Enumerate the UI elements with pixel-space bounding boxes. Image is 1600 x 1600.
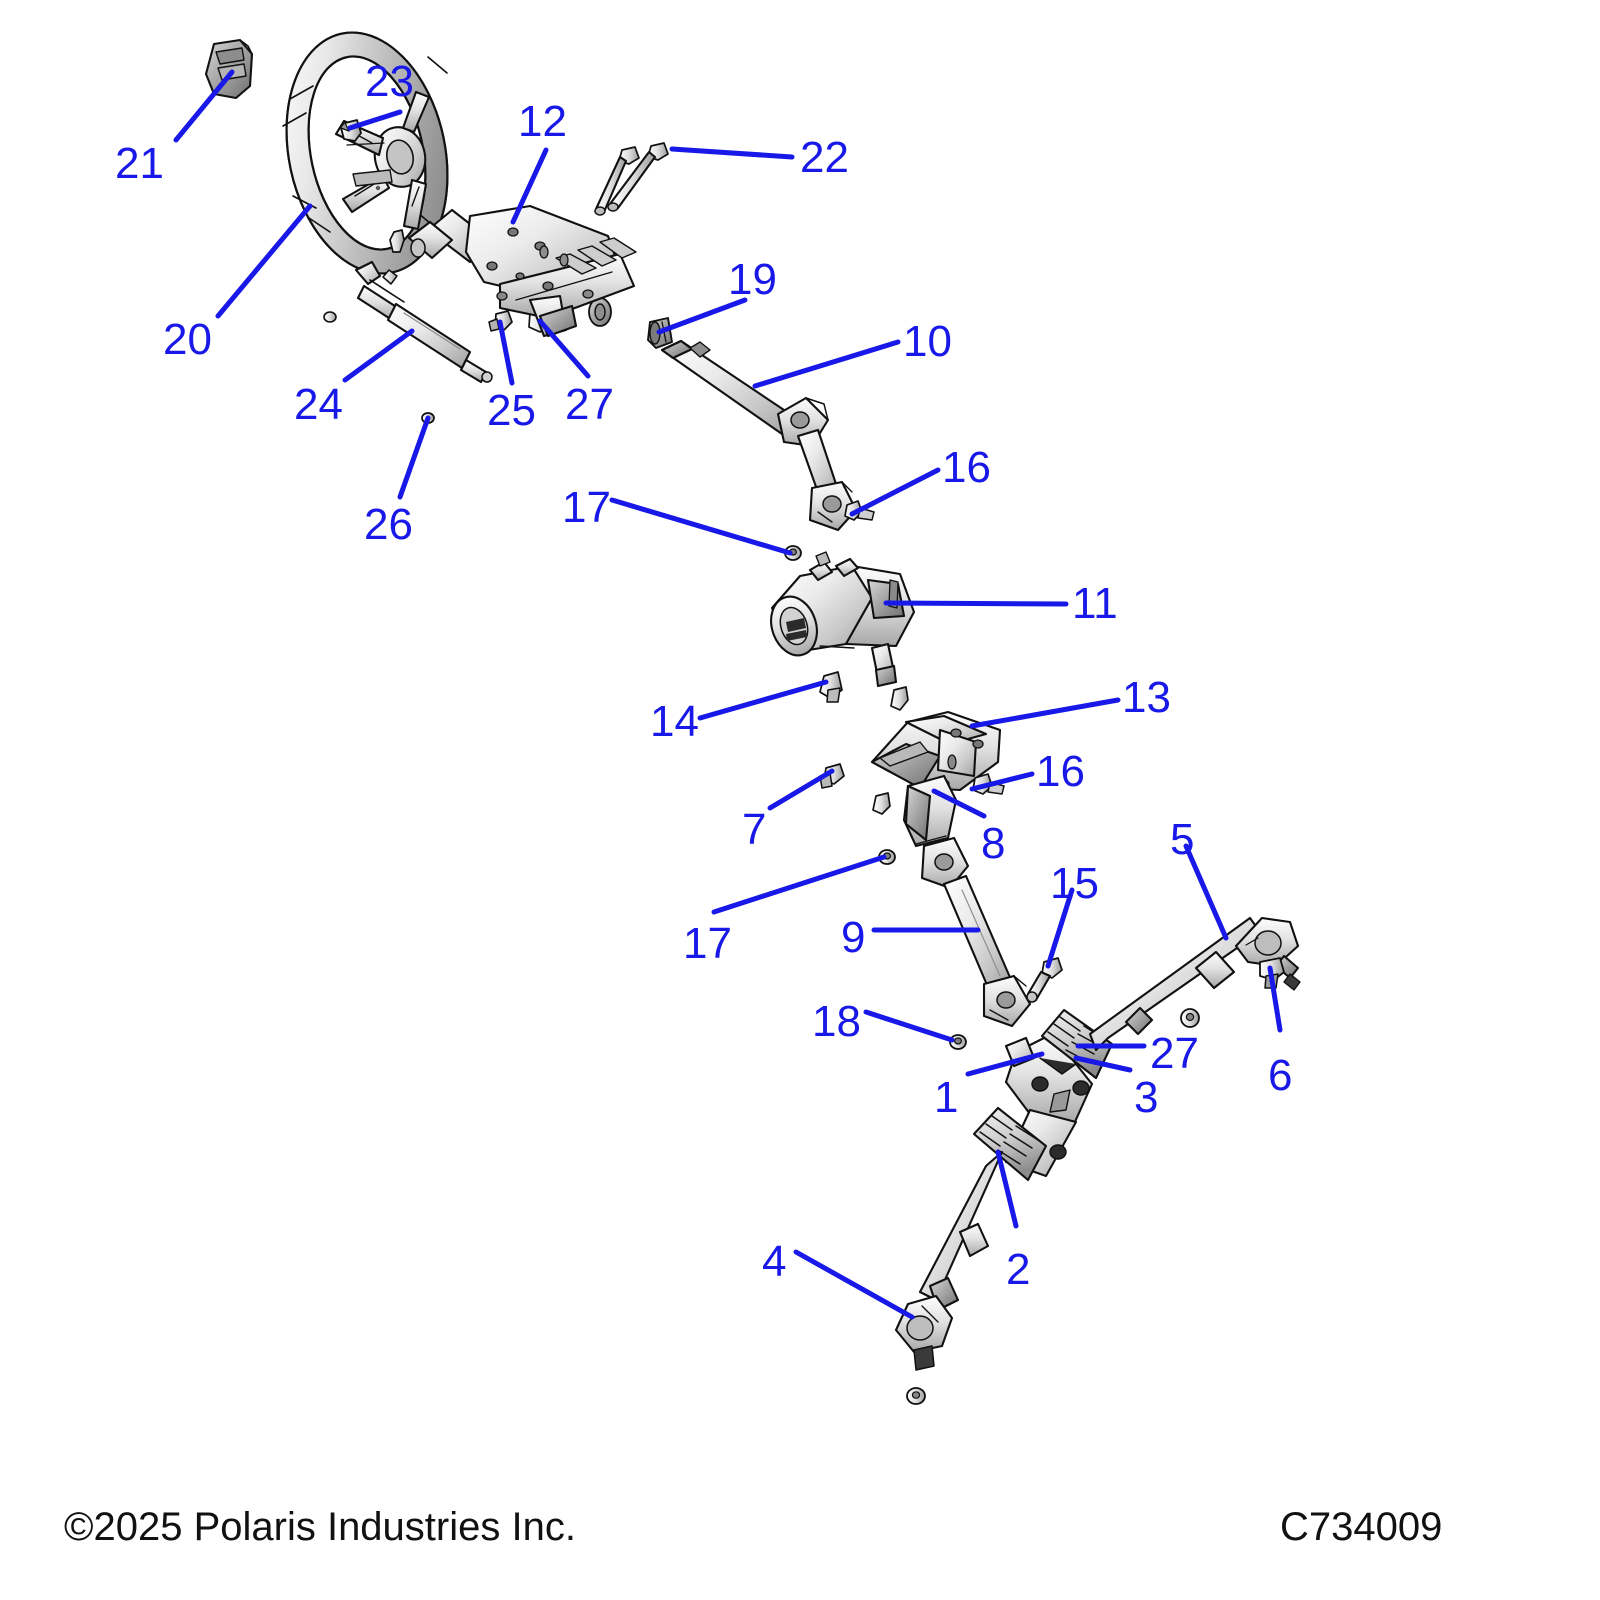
leader-line-15 [1045,887,1075,969]
callout-21: 21 [115,139,164,188]
callout-6: 6 [1268,1051,1293,1100]
callout-12: 12 [518,97,567,146]
leader-line-11 [883,600,1069,607]
callout-20: 20 [163,315,212,364]
callout-27: 27 [565,380,614,429]
leader-line-27 [537,318,591,379]
callout-4: 4 [762,1237,787,1286]
part-4-tie-rod-left [894,1150,1004,1371]
leader-line-12 [510,147,549,225]
callout-22: 22 [800,133,849,182]
callout-5: 5 [1170,815,1195,864]
part-24-gas-strut [354,260,493,384]
callout-18: 18 [812,997,861,1046]
callout-10: 10 [903,317,952,366]
callout-7: 7 [742,805,767,854]
leader-line-24 [342,328,415,383]
leader-line-2 [995,1149,1019,1229]
callout-3: 3 [1134,1073,1159,1122]
part-14-mount-bolt [819,671,843,703]
leader-line-14 [697,679,829,721]
leader-line-20 [215,203,313,319]
callout-17: 17 [683,919,732,968]
callout-2: 2 [1006,1245,1031,1294]
callout-14: 14 [650,697,699,746]
part-bolt-center [890,686,909,711]
leader-line-18 [863,1009,955,1043]
callout-19: 19 [728,255,777,304]
leader-line-10 [752,339,901,389]
callout-24: 24 [294,380,343,429]
part-10-upper-shaft [660,339,858,532]
drawing-number: C734009 [1280,1505,1443,1549]
part-27-bushing-b [588,297,612,327]
part-washer-mid [1180,1008,1200,1028]
part-nut-bottom [906,1387,926,1405]
part-washer-small-a [323,311,337,323]
callout-1: 1 [934,1073,959,1122]
leader-line-22 [669,146,795,160]
leader-line-17 [711,854,887,915]
callout-17: 17 [562,483,611,532]
part-11-eps-unit [770,551,916,688]
leader-line-4 [793,1249,915,1320]
part-23-nut [340,119,362,142]
part-22-column-bolts [594,142,669,216]
part-2-boot-lower [972,1106,1048,1182]
leader-line-7 [767,768,835,811]
callout-11: 11 [1072,579,1118,628]
callout-15: 15 [1050,859,1099,908]
part-bolt-under-wheel [389,229,405,253]
callout-27: 27 [1150,1029,1199,1078]
leader-line-5 [1183,843,1229,941]
copyright-notice: ©2025 Polaris Industries Inc. [64,1505,576,1549]
callout-26: 26 [364,500,413,549]
leader-line-19 [656,297,748,335]
callout-16: 16 [942,443,991,492]
callout-8: 8 [981,819,1006,868]
callout-16: 16 [1036,747,1085,796]
leader-line-21 [173,69,235,143]
part-bolt-small-b [872,792,891,815]
callout-25: 25 [487,386,536,435]
leader-line-16 [969,771,1035,792]
leader-line-1 [965,1051,1045,1077]
leader-line-25 [497,319,515,386]
leader-line-16 [849,467,941,517]
part-5-tie-rod-right [1088,916,1301,1052]
part-12-column-bracket [407,204,637,338]
leader-line-6 [1267,965,1283,1033]
leader-line-17 [609,497,793,556]
part-8-shaft-cover [902,774,958,848]
leader-line-26 [397,415,431,500]
leader-line-13 [969,697,1121,729]
callout-23: 23 [365,57,414,106]
leader-line-8 [931,788,987,819]
callout-9: 9 [841,913,866,962]
leader-line-23 [347,109,403,131]
callout-13: 13 [1122,673,1171,722]
leader-line-3 [1073,1055,1133,1073]
part-9-lower-shaft [920,836,1032,1028]
